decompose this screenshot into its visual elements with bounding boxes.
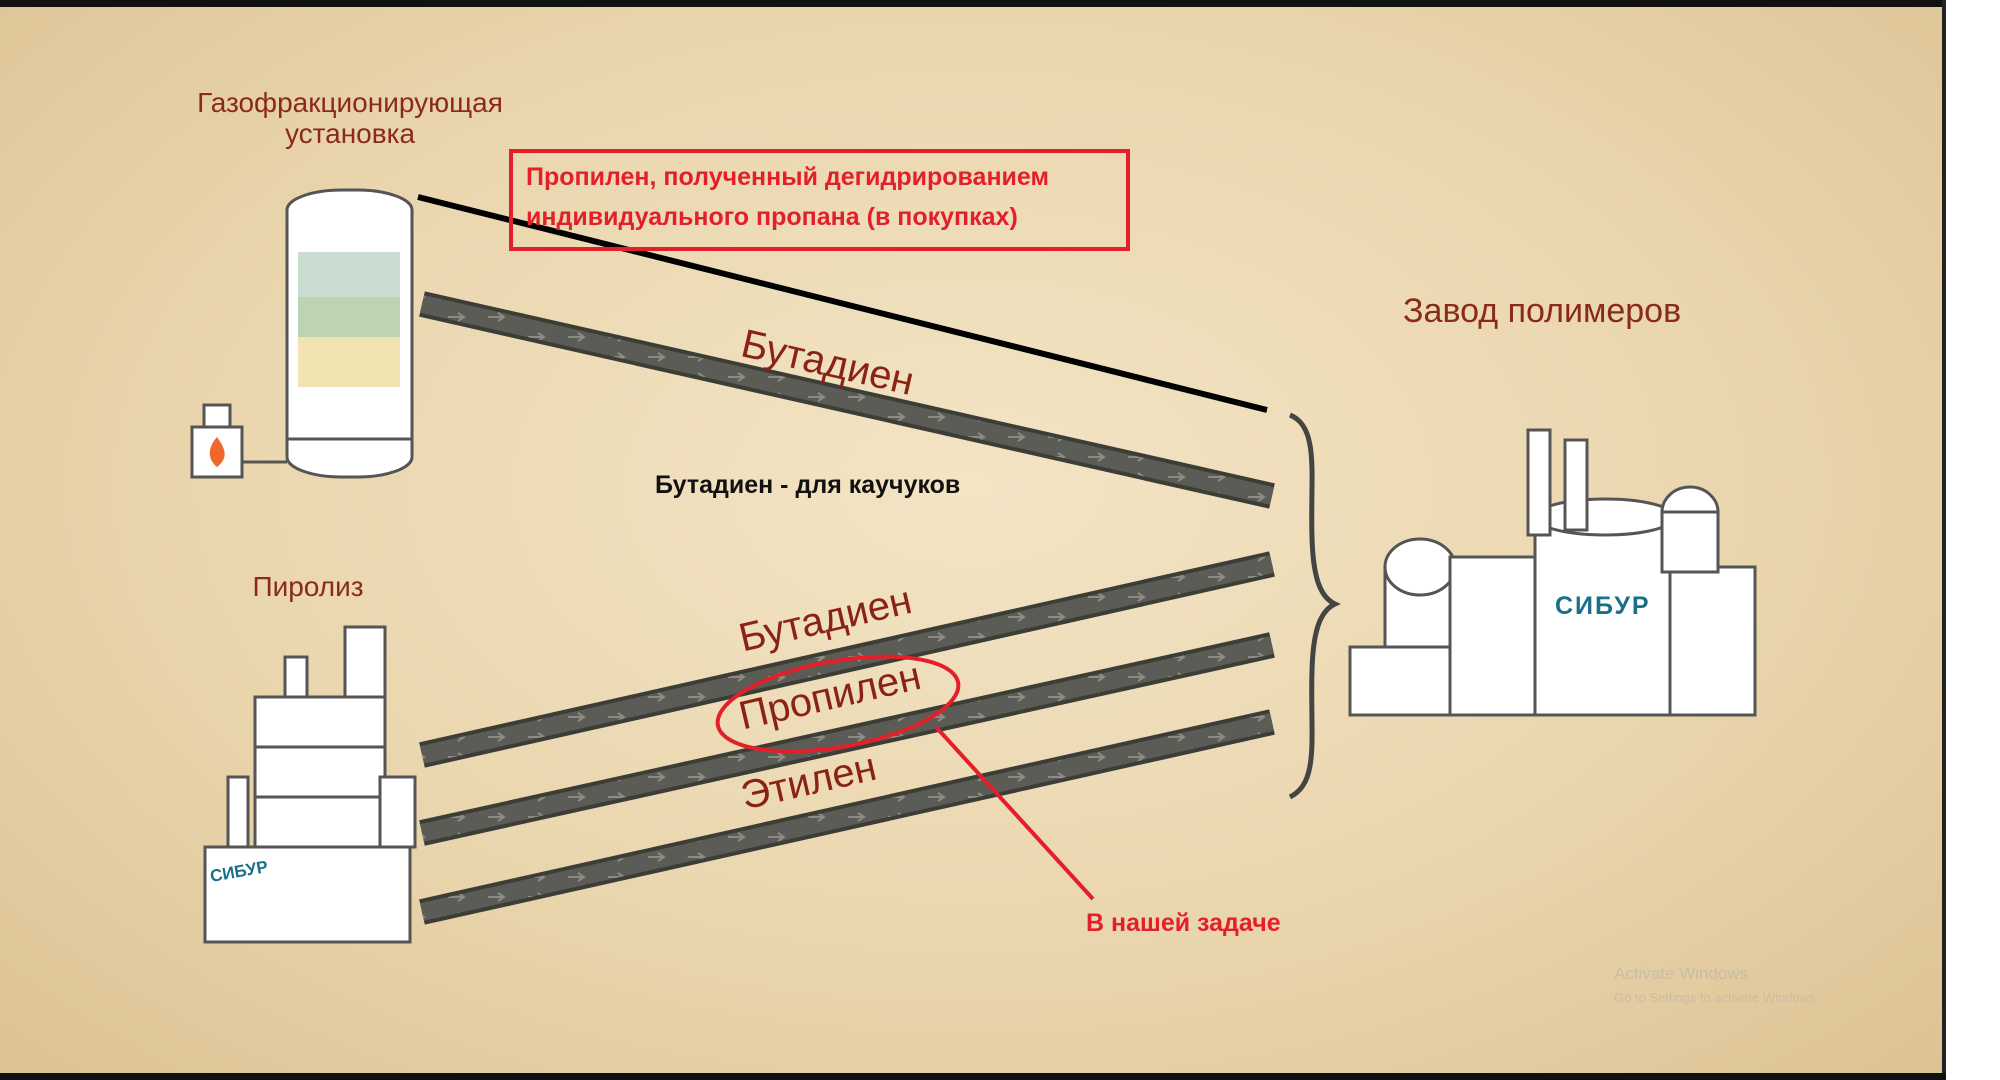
polymer-plant-logo: СИБУР: [1555, 592, 1651, 620]
annotation-black-line: [417, 194, 1268, 413]
gas-plant-label: Газофракционирующая установка: [197, 87, 503, 149]
annotation-ellipse: [715, 654, 961, 754]
right-border: [1942, 0, 1946, 1080]
diagram-canvas: Газофракционирующая установка Пиролиз За…: [0, 7, 1942, 1073]
diagram-graphics: [190, 149, 1757, 944]
top-border: [0, 0, 1946, 7]
pyrolysis-label: Пиролиз: [252, 571, 364, 602]
pipe-butadiene-top: [419, 291, 1275, 509]
pyrolysis-plant: [203, 625, 417, 944]
annotation-pointer-line: [934, 725, 1095, 901]
bottom-border: [0, 1073, 1946, 1080]
activation-watermark-subtitle: Go to Settings to activate Windows.: [1614, 990, 1820, 1005]
furnace-icon: [190, 403, 287, 479]
annotation-box-line1: Пропилен, полученный дегидрированием: [526, 163, 1049, 191]
pipe-ethylene: [419, 709, 1275, 925]
our-task-note: В нашей задаче: [1086, 909, 1281, 937]
activation-watermark-title: Activate Windows: [1614, 964, 1749, 983]
annotation-box-text: Пропилен, полученный дегидрированием инд…: [526, 157, 1049, 237]
polymer-plant-label: Завод полимеров: [1403, 292, 1682, 330]
grouping-brace: [1288, 412, 1341, 800]
gas-fractionation-column: [285, 188, 414, 479]
polymer-plant: [1348, 428, 1757, 717]
annotation-box: [509, 149, 1130, 251]
annotation-box-line2: индивидуального пропана (в покупках): [526, 203, 1018, 231]
pipe-propylene: [419, 632, 1275, 846]
butadiene-note: Бутадиен - для каучуков: [655, 471, 961, 499]
